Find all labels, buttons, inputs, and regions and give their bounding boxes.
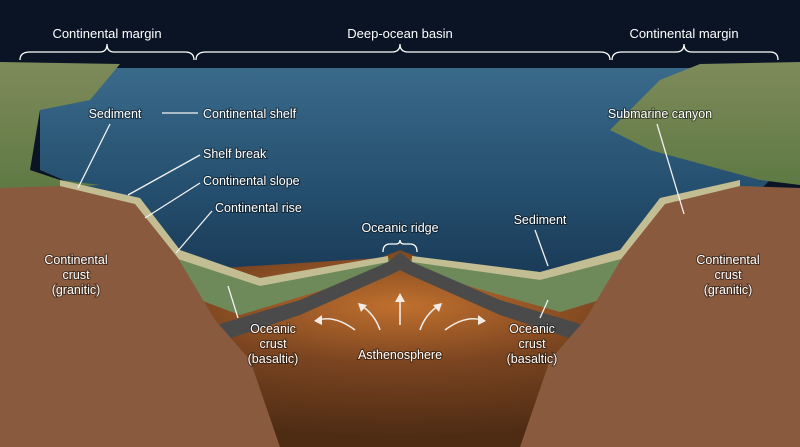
label-oceanic-crust-left: Oceanic crust (basaltic)	[247, 321, 300, 367]
label-continental-crust-right: Continental crust (granitic)	[695, 252, 760, 298]
header-continental-margin-left: Continental margin	[52, 26, 161, 41]
brace-right-margin	[611, 43, 779, 61]
leader-oceanic-crust-right	[539, 299, 549, 319]
label-sediment-left: Sediment	[89, 107, 142, 121]
label-continental-slope: Continental slope	[203, 174, 300, 188]
brace-deep-ocean-basin	[195, 43, 611, 61]
svg-text:crust: crust	[62, 268, 90, 282]
svg-text:crust: crust	[259, 337, 287, 351]
label-continental-shelf: Continental shelf	[203, 107, 297, 121]
label-oceanic-ridge: Oceanic ridge	[361, 221, 438, 235]
left-continental-crust	[0, 186, 280, 447]
leader-submarine-canyon	[656, 123, 685, 215]
leader-oceanic-crust-left	[227, 285, 239, 319]
svg-text:crust: crust	[714, 268, 742, 282]
label-sediment-right: Sediment	[514, 213, 567, 227]
left-sediment-layer	[60, 180, 388, 286]
left-land-surface	[0, 62, 120, 190]
label-submarine-canyon: Submarine canyon	[608, 107, 712, 121]
svg-text:Oceanic: Oceanic	[250, 322, 296, 336]
svg-text:Oceanic: Oceanic	[509, 322, 555, 336]
brace-oceanic-ridge	[382, 239, 418, 253]
brace-left-margin	[19, 43, 195, 61]
label-shelf-break: Shelf break	[203, 147, 267, 161]
label-asthenosphere: Asthenosphere	[358, 348, 442, 362]
svg-text:crust: crust	[518, 337, 546, 351]
label-continental-crust-left: Continental crust (granitic)	[43, 252, 108, 298]
right-continental-crust	[520, 186, 800, 447]
svg-text:Continental: Continental	[696, 253, 759, 267]
header-continental-margin-right: Continental margin	[629, 26, 738, 41]
leader-shelf-break	[127, 154, 201, 196]
label-oceanic-crust-right: Oceanic crust (basaltic)	[506, 321, 559, 367]
svg-text:(basaltic): (basaltic)	[248, 352, 299, 366]
ocean-water	[40, 68, 770, 300]
leader-sediment-left	[77, 123, 111, 189]
leader-continental-rise	[175, 210, 213, 254]
right-land-surface	[610, 62, 800, 185]
convection-arrows	[314, 293, 486, 331]
svg-text:(granitic): (granitic)	[52, 283, 101, 297]
right-sediment-layer	[412, 180, 740, 280]
svg-text:(basaltic): (basaltic)	[507, 352, 558, 366]
header-deep-ocean-basin: Deep-ocean basin	[347, 26, 453, 41]
label-continental-rise: Continental rise	[215, 201, 302, 215]
svg-text:Continental: Continental	[44, 253, 107, 267]
svg-text:(granitic): (granitic)	[704, 283, 753, 297]
left-sediment-wedge	[120, 205, 395, 315]
leader-continental-slope	[144, 182, 201, 219]
leader-sediment-right	[534, 229, 549, 267]
